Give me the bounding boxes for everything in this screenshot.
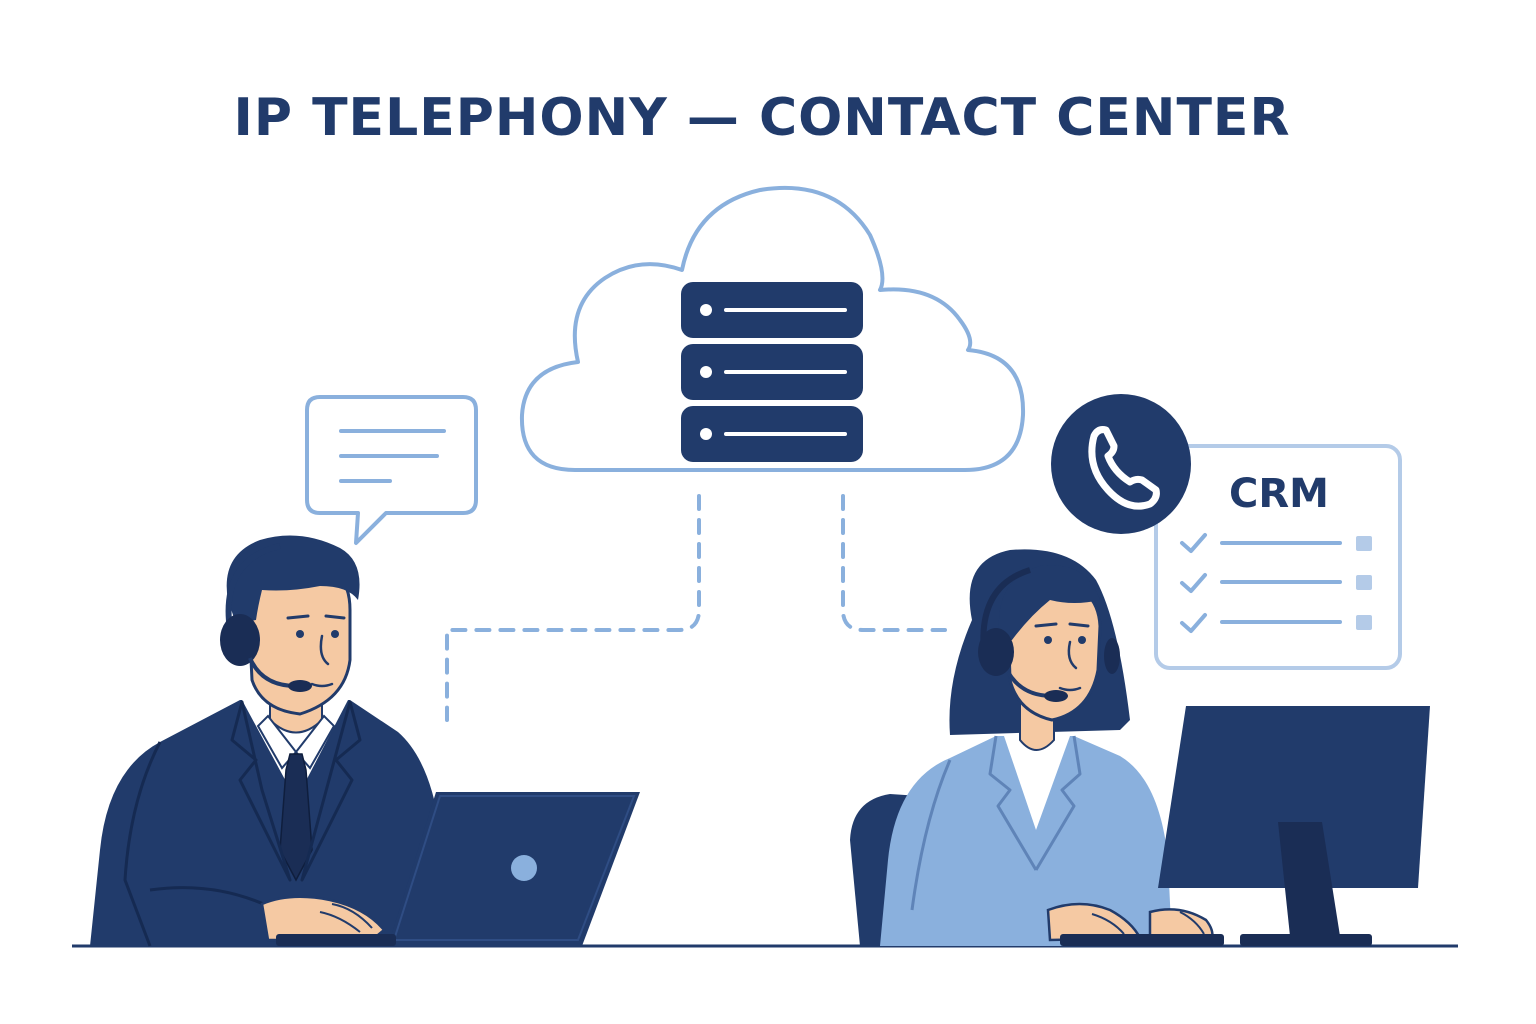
agent-man: [90, 535, 440, 947]
crm-label: CRM: [1229, 471, 1329, 517]
page-title: IP TELEPHONY — CONTACT CENTER: [234, 88, 1291, 148]
connection-line-left: [445, 494, 701, 722]
check-icon: [1180, 613, 1207, 633]
keyboard: [1060, 934, 1224, 946]
monitor-base: [1240, 934, 1372, 946]
connection-line-right: [841, 494, 947, 632]
server-stack-icon: [681, 282, 863, 462]
laptop-icon: [276, 792, 640, 946]
headset-icon: [220, 543, 312, 692]
woman-jacket: [880, 736, 1172, 946]
laptop-logo: [511, 855, 537, 881]
check-icon: [1180, 573, 1207, 593]
monitor-icon: [1158, 706, 1430, 946]
monitor-screen: [1158, 706, 1430, 888]
man-tie: [279, 753, 313, 882]
man-suit: [90, 700, 440, 946]
man-hand: [260, 895, 386, 942]
agent-woman: [850, 549, 1224, 946]
crm-card: CRM: [1154, 444, 1402, 670]
chat-bubble-icon: [305, 395, 478, 545]
crm-checklist: [1180, 533, 1372, 633]
headset-icon: [978, 567, 1120, 702]
man-hair: [226, 535, 360, 630]
check-icon: [1180, 533, 1207, 553]
phone-icon: [1051, 394, 1191, 534]
laptop-base: [276, 934, 396, 946]
woman-hair-front: [998, 565, 1100, 640]
monitor-stand: [1278, 822, 1340, 936]
